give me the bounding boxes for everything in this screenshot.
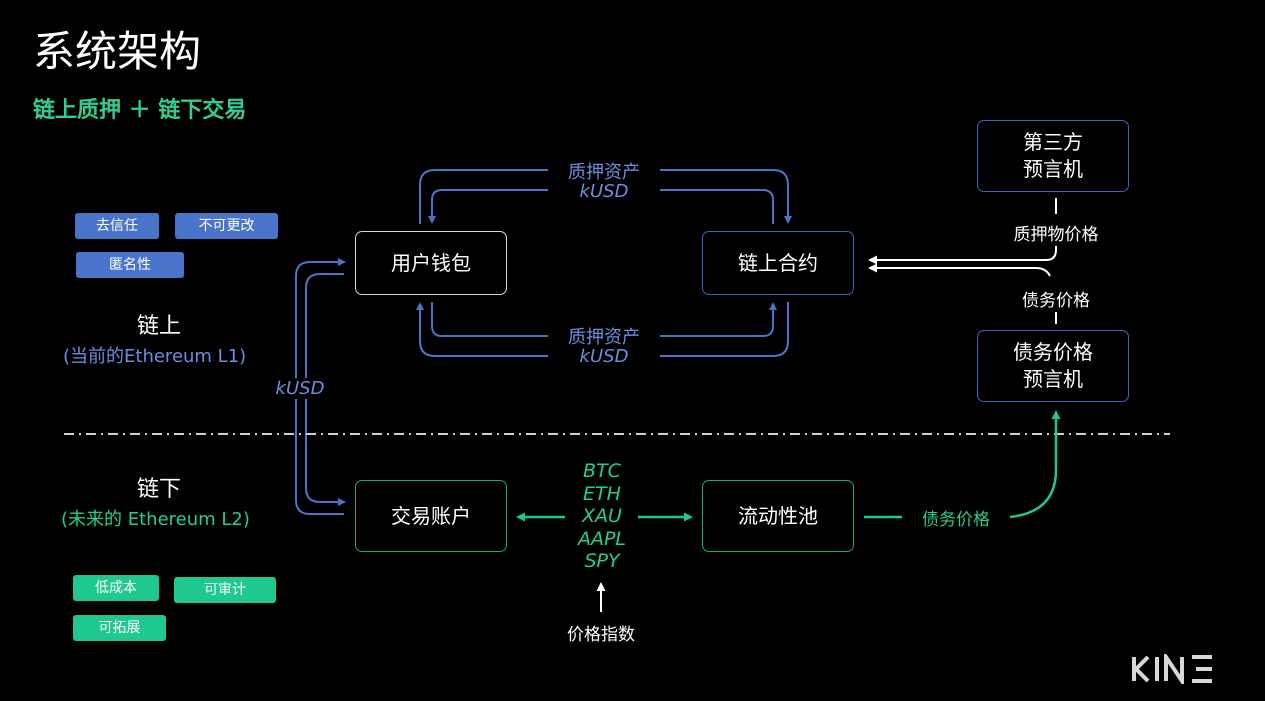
asset-spy: SPY xyxy=(584,550,620,572)
tag-low-cost: 低成本 xyxy=(73,575,159,601)
node-trading-account: 交易账户 xyxy=(355,480,507,552)
zone-offchain-sub: (未来的 Ethereum L2) xyxy=(61,509,250,530)
debt-price-to-oracle-arrow xyxy=(1009,410,1061,519)
asset-eth: ETH xyxy=(583,482,621,505)
asset-btc: BTC xyxy=(583,460,621,482)
node-third-party-oracle: 第三方 预言机 xyxy=(977,120,1129,192)
tag-immutable: 不可更改 xyxy=(175,213,278,239)
tag-trustless: 去信任 xyxy=(75,213,159,239)
page-subtitle: 链上质押 ＋ 链下交易 xyxy=(33,98,247,123)
price-index-label: 价格指数 xyxy=(567,625,635,645)
node-debt-oracle-line1: 债务价格 xyxy=(1013,340,1093,364)
debt-price-label: 债务价格 xyxy=(1022,291,1090,311)
kine-logo xyxy=(1130,654,1220,684)
bottom-loop-label-1: 质押资产 xyxy=(568,327,640,348)
zone-offchain-label: 链下 xyxy=(137,477,182,502)
oracle-to-contract-1 xyxy=(870,198,1057,260)
top-loop-inner xyxy=(432,189,774,224)
asset-list: BTC ETH XAU AAPL SPY xyxy=(566,460,638,573)
bottom-loop-outer xyxy=(420,302,789,357)
node-debt-oracle-line2: 预言机 xyxy=(1023,367,1083,391)
bottom-loop-inner xyxy=(431,302,773,337)
collateral-price-label: 质押物价格 xyxy=(1013,225,1099,245)
top-loop-label-1: 质押资产 xyxy=(568,162,640,183)
oracle-to-contract-2 xyxy=(870,268,1057,324)
node-third-party-oracle-line1: 第三方 xyxy=(1023,130,1083,154)
zone-onchain-label: 链上 xyxy=(137,314,182,339)
node-onchain-contract: 链上合约 xyxy=(702,231,854,295)
tag-auditable: 可审计 xyxy=(174,577,276,603)
page-title: 系统架构 xyxy=(33,27,202,76)
node-debt-oracle: 债务价格 预言机 xyxy=(977,330,1129,402)
node-user-wallet: 用户钱包 xyxy=(355,231,507,295)
tag-anonymity: 匿名性 xyxy=(76,252,184,278)
top-loop-label-2: kUSD xyxy=(579,181,629,202)
node-third-party-oracle-line2: 预言机 xyxy=(1023,157,1083,181)
asset-aapl: AAPL xyxy=(577,527,627,550)
kine-logo-mark xyxy=(1132,654,1212,684)
asset-xau: XAU xyxy=(582,505,622,527)
tag-scalable: 可拓展 xyxy=(73,615,166,641)
bottom-loop-label-2: kUSD xyxy=(579,346,629,367)
left-link-label: kUSD xyxy=(268,378,332,399)
top-loop-outer xyxy=(419,169,788,224)
pool-debt-price-label: 债务价格 xyxy=(922,510,990,530)
zone-onchain-sub: (当前的Ethereum L1) xyxy=(63,346,247,367)
node-liquidity-pool: 流动性池 xyxy=(702,480,854,552)
